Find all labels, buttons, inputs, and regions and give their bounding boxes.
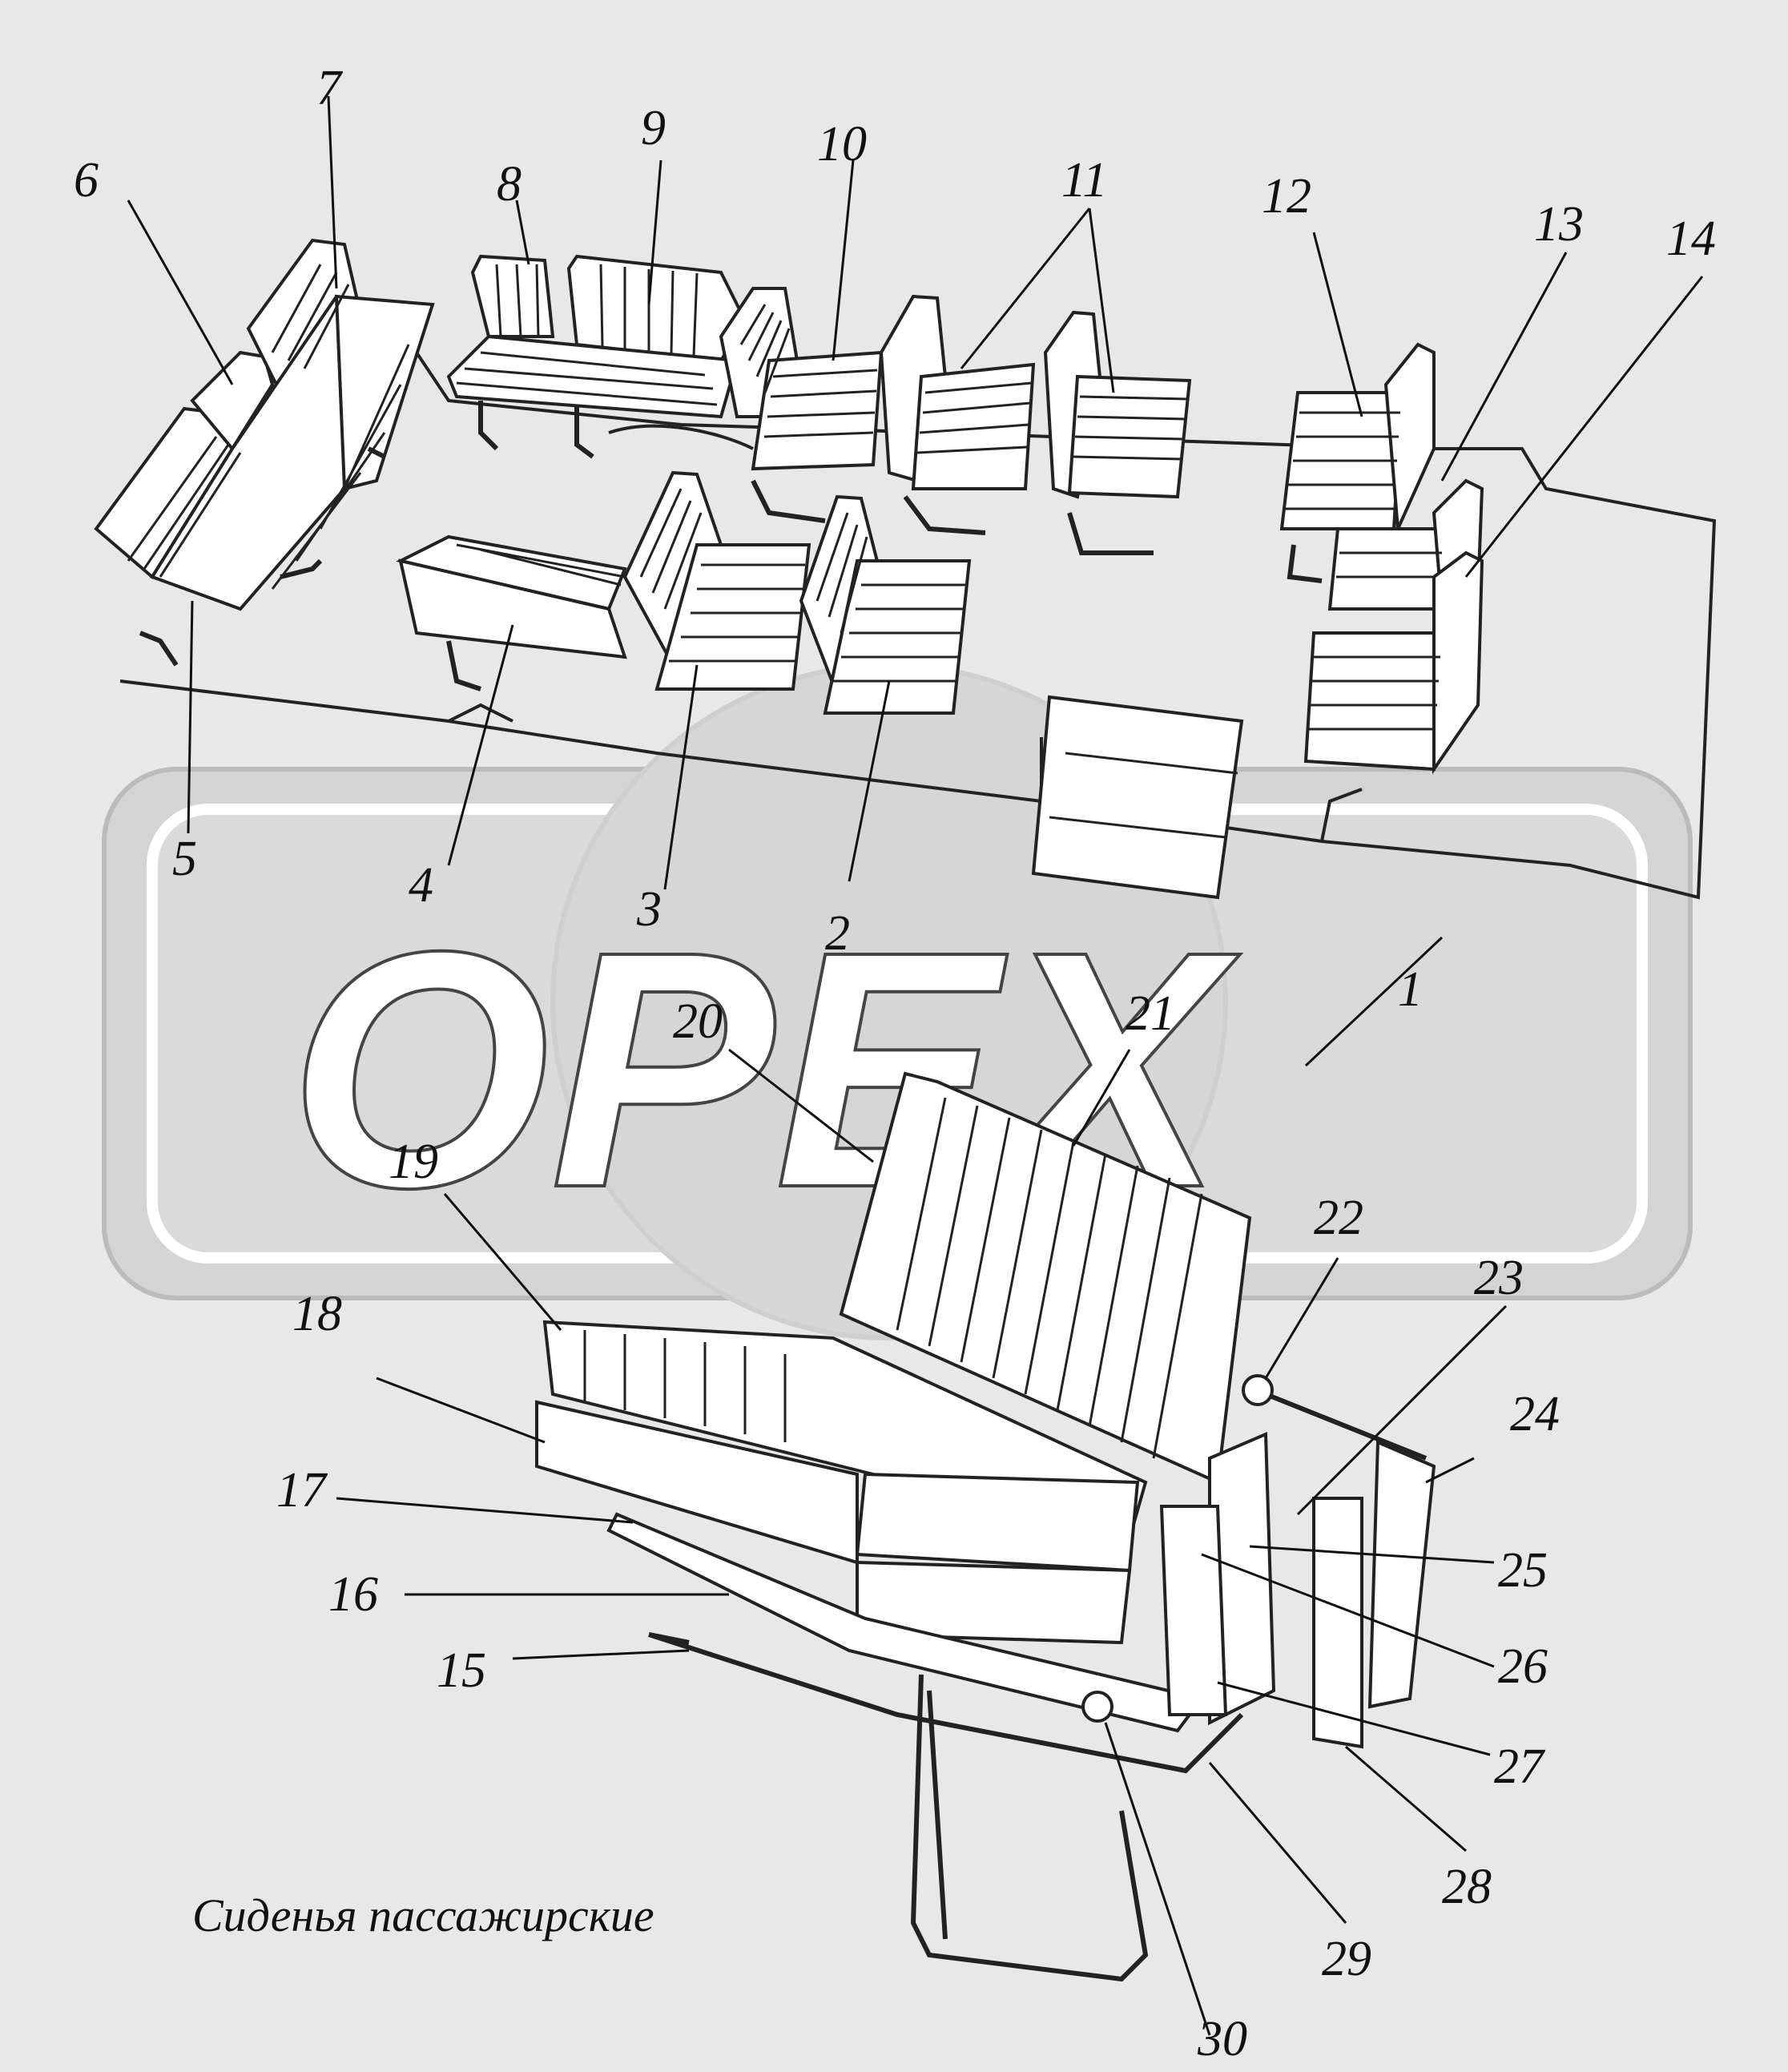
caption: Сиденья пассажирские bbox=[192, 1889, 654, 1941]
seat-10 bbox=[719, 287, 884, 523]
seat-group-8-9 bbox=[446, 254, 747, 459]
seat-4 bbox=[396, 534, 627, 691]
callout-12: 12 bbox=[1262, 169, 1311, 224]
callout-19: 19 bbox=[389, 1135, 438, 1189]
callout-labels: 1 2 3 4 5 6 7 8 9 10 11 12 13 14 15 16 1… bbox=[74, 61, 1716, 2066]
callout-1: 1 bbox=[1398, 962, 1423, 1017]
callout-20: 20 bbox=[673, 994, 723, 1049]
callout-22: 22 bbox=[1314, 1191, 1363, 1245]
callout-14: 14 bbox=[1666, 212, 1716, 266]
callout-3: 3 bbox=[636, 882, 662, 937]
seat-3 bbox=[622, 470, 811, 691]
callout-29: 29 bbox=[1322, 1932, 1371, 1986]
callout-24: 24 bbox=[1510, 1387, 1560, 1441]
callout-25: 25 bbox=[1498, 1543, 1548, 1598]
callout-17: 17 bbox=[276, 1463, 328, 1518]
callout-8: 8 bbox=[497, 157, 522, 212]
callout-4: 4 bbox=[409, 858, 433, 913]
callout-7: 7 bbox=[316, 61, 344, 115]
box-component bbox=[1031, 695, 1244, 900]
callout-18: 18 bbox=[292, 1287, 342, 1341]
callout-13: 13 bbox=[1534, 197, 1584, 252]
seat-2 bbox=[799, 494, 972, 715]
callout-23: 23 bbox=[1474, 1251, 1524, 1305]
callout-2: 2 bbox=[825, 906, 850, 961]
callout-9: 9 bbox=[641, 101, 666, 155]
exploded-seat-detail bbox=[535, 1071, 1436, 1982]
seat-group-5-6-7 bbox=[94, 238, 435, 667]
callout-10: 10 bbox=[817, 117, 867, 171]
seat-group-11 bbox=[879, 294, 1192, 555]
leader-lines bbox=[127, 95, 1704, 2036]
callout-28: 28 bbox=[1442, 1860, 1492, 1914]
callout-15: 15 bbox=[437, 1643, 486, 1698]
callout-27: 27 bbox=[1494, 1739, 1546, 1794]
callout-30: 30 bbox=[1197, 2012, 1247, 2066]
callout-16: 16 bbox=[328, 1567, 378, 1622]
callout-11: 11 bbox=[1061, 153, 1107, 208]
callout-5: 5 bbox=[172, 832, 197, 886]
seat-group-1-12-13-14 bbox=[1279, 342, 1484, 775]
callout-6: 6 bbox=[74, 153, 99, 208]
callout-26: 26 bbox=[1498, 1639, 1548, 1694]
callout-21: 21 bbox=[1126, 986, 1175, 1041]
